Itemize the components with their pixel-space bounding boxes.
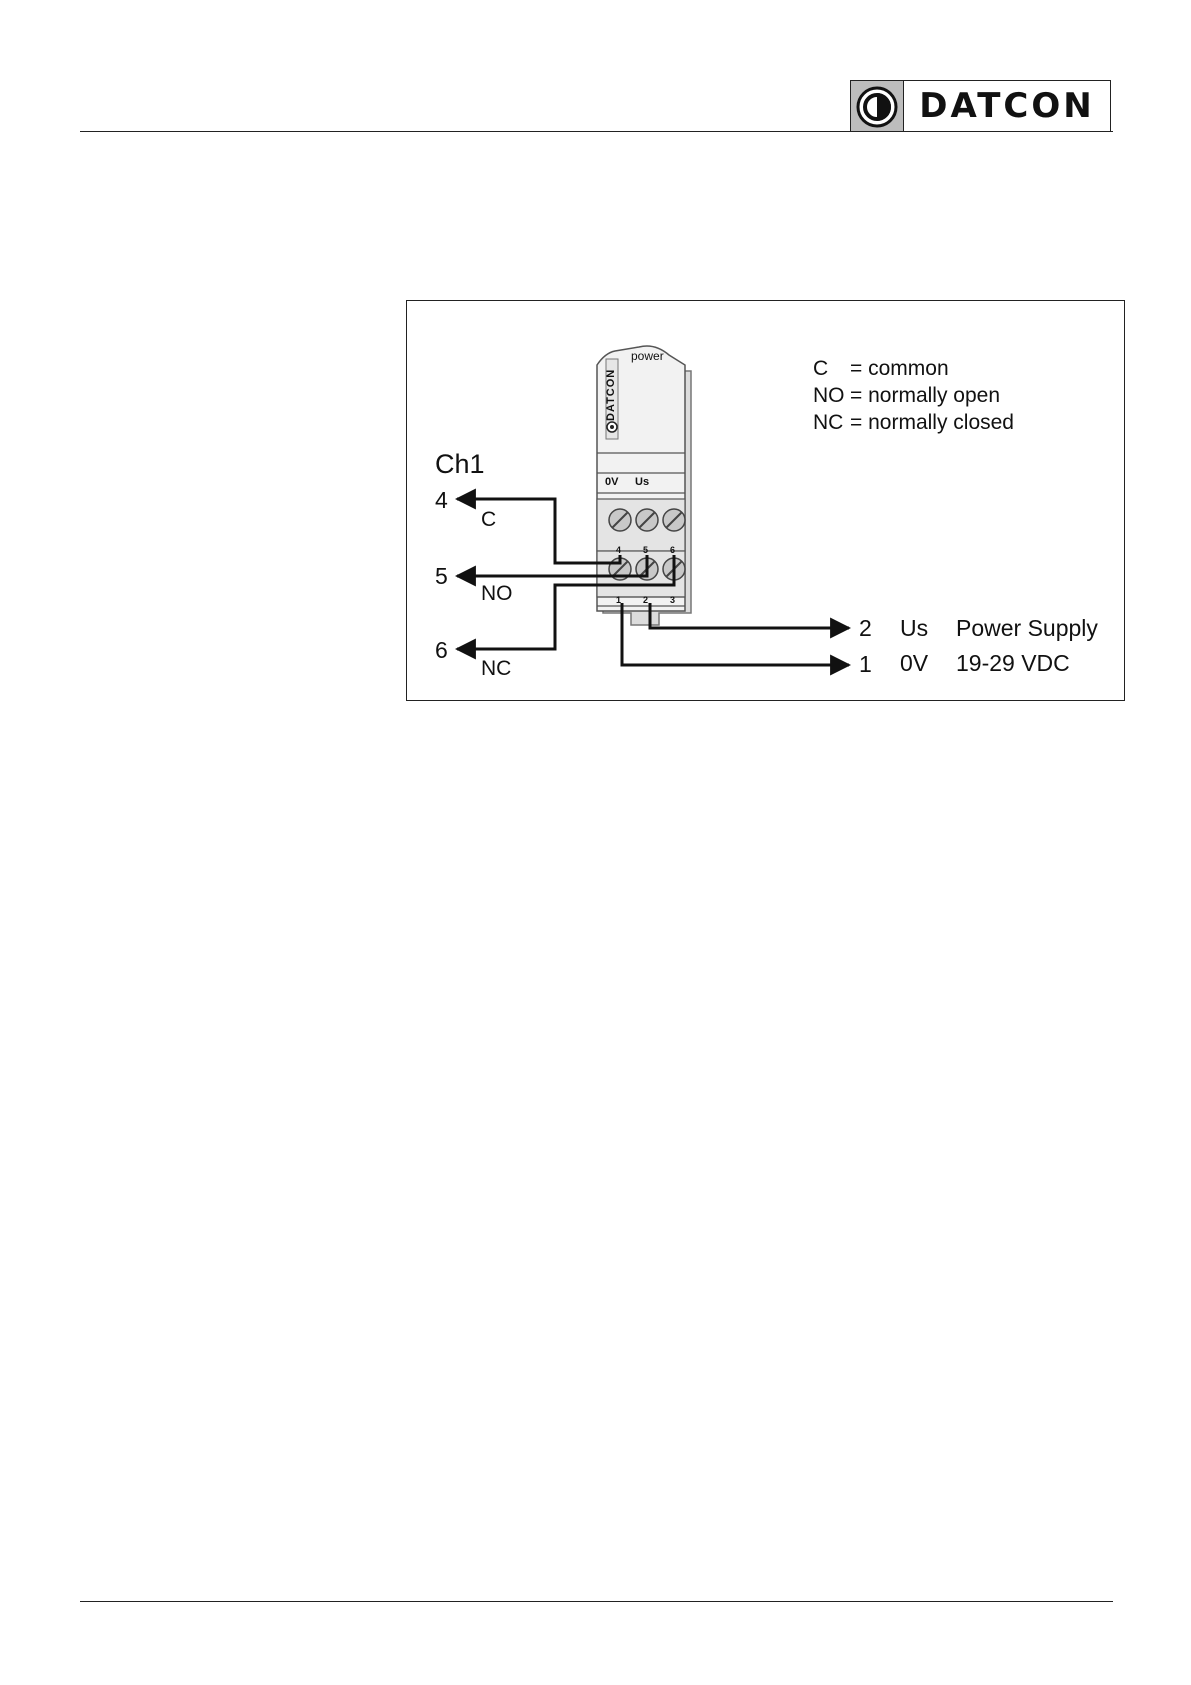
- datcon-emblem-icon: [855, 85, 899, 129]
- legend-meaning-c: = common: [850, 357, 949, 381]
- device-emblem-icon: [607, 422, 617, 432]
- device-terminal-number-3: 3: [670, 595, 675, 605]
- device-terminal-label-us: Us: [635, 476, 649, 488]
- output-name-c: C: [481, 508, 496, 532]
- datcon-logo-mark: [851, 81, 904, 131]
- header-rule: [80, 131, 1113, 132]
- device-brand-vertical: DATCON: [605, 369, 617, 421]
- datcon-logo: DATCON: [850, 80, 1111, 132]
- legend-meaning-nc: = normally closed: [850, 411, 1014, 435]
- legend-meaning-no: = normally open: [850, 384, 1000, 408]
- power-description-supply: Power Supply: [956, 615, 1098, 642]
- legend-code-nc: NC: [813, 411, 843, 435]
- wiring-diagram: power DATCON 0V Us 4 5 6 1 2 3 C = commo…: [406, 300, 1125, 701]
- output-number-nc: 6: [435, 637, 448, 664]
- power-description-voltage: 19-29 VDC: [956, 650, 1070, 677]
- datcon-logo-text: DATCON: [904, 81, 1110, 131]
- device-power-label: power: [631, 349, 664, 363]
- device-terminal-number-4: 4: [616, 545, 621, 555]
- device-terminal-label-0v: 0V: [605, 476, 618, 488]
- power-signal-us: Us: [900, 615, 928, 642]
- legend-code-no: NO: [813, 384, 845, 408]
- upper-terminal-screws: [609, 509, 685, 531]
- device-terminal-number-1: 1: [616, 595, 621, 605]
- device-terminal-number-5: 5: [643, 545, 648, 555]
- output-name-no: NO: [481, 582, 513, 606]
- device-terminal-number-6: 6: [670, 545, 675, 555]
- power-number-us: 2: [859, 615, 872, 642]
- output-number-no: 5: [435, 563, 448, 590]
- device-terminal-number-2: 2: [643, 595, 648, 605]
- output-name-nc: NC: [481, 657, 511, 681]
- power-signal-0v: 0V: [900, 650, 928, 677]
- power-number-0v: 1: [859, 651, 872, 678]
- channel-title: Ch1: [435, 449, 485, 480]
- output-number-c: 4: [435, 487, 448, 514]
- footer-rule: [80, 1601, 1113, 1602]
- legend-code-c: C: [813, 357, 828, 381]
